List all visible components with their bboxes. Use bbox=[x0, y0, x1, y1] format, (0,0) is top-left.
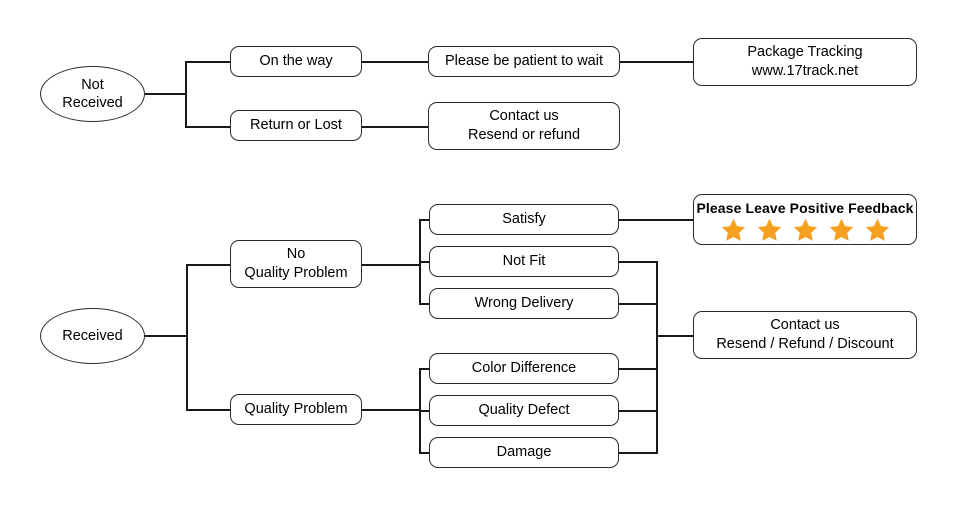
node-positive-feedback[interactable]: Please Leave Positive Feedback bbox=[693, 194, 917, 245]
connector-not-fit-merge bbox=[619, 261, 658, 263]
node-damage[interactable]: Damage bbox=[429, 437, 619, 468]
node-no-quality-problem[interactable]: No Quality Problem bbox=[230, 240, 362, 288]
star-icon bbox=[793, 218, 817, 241]
node-contact-resend-refund[interactable]: Contact us Resend or refund bbox=[428, 102, 620, 150]
connector-quality-defect-merge bbox=[619, 410, 658, 412]
node-contact-resend-refund-discount-line1: Contact us bbox=[770, 317, 840, 334]
node-satisfy-label: Satisfy bbox=[502, 211, 546, 228]
connector-qp-to-damage bbox=[419, 452, 430, 454]
connector-not-received-split bbox=[185, 61, 187, 126]
node-package-tracking-title: Package Tracking bbox=[747, 44, 863, 61]
node-package-tracking-url: www.17track.net bbox=[751, 63, 859, 79]
connector-to-on-the-way bbox=[185, 61, 231, 63]
node-not-received[interactable]: Not Received bbox=[40, 66, 145, 122]
connector-satisfy-to-feedback bbox=[619, 219, 694, 221]
feedback-title: Please Leave Positive Feedback bbox=[696, 199, 914, 216]
connector-damage-merge bbox=[619, 452, 658, 454]
node-satisfy[interactable]: Satisfy bbox=[429, 204, 619, 235]
connector-merge-bus bbox=[656, 261, 658, 453]
connector-color-difference-merge bbox=[619, 368, 658, 370]
node-not-fit-label: Not Fit bbox=[502, 253, 546, 270]
connector-received-split bbox=[186, 264, 188, 410]
star-icon bbox=[829, 218, 853, 241]
node-contact-resend-refund-line2: Resend or refund bbox=[467, 127, 581, 143]
node-damage-label: Damage bbox=[496, 444, 552, 461]
node-not-received-line1: Not bbox=[81, 76, 104, 93]
node-received-label: Received bbox=[62, 327, 123, 344]
star-rating[interactable] bbox=[720, 217, 891, 243]
node-please-be-patient[interactable]: Please be patient to wait bbox=[428, 46, 620, 77]
node-quality-problem-label: Quality Problem bbox=[244, 401, 348, 418]
node-package-tracking[interactable]: Package Tracking www.17track.net bbox=[693, 38, 917, 86]
connector-to-quality-problem bbox=[186, 409, 231, 411]
connector-return-to-contact bbox=[362, 126, 429, 128]
node-not-fit[interactable]: Not Fit bbox=[429, 246, 619, 277]
connector-to-no-quality-problem bbox=[186, 264, 231, 266]
node-no-quality-problem-line1: No bbox=[286, 246, 306, 263]
node-wrong-delivery[interactable]: Wrong Delivery bbox=[429, 288, 619, 319]
node-color-difference-label: Color Difference bbox=[471, 360, 577, 377]
connector-merge-to-contact bbox=[656, 335, 694, 337]
node-return-or-lost-label: Return or Lost bbox=[250, 117, 342, 134]
connector-on-the-way-to-wait bbox=[362, 61, 429, 63]
connector-received-stem bbox=[145, 335, 186, 337]
node-no-quality-problem-line2: Quality Problem bbox=[244, 265, 348, 281]
connector-qp-to-quality-defect bbox=[419, 410, 430, 412]
connector-wrong-delivery-merge bbox=[619, 303, 658, 305]
connector-qp-stem bbox=[362, 409, 420, 411]
node-contact-resend-refund-discount[interactable]: Contact us Resend / Refund / Discount bbox=[693, 311, 917, 359]
node-color-difference[interactable]: Color Difference bbox=[429, 353, 619, 384]
connector-nqp-to-not-fit bbox=[419, 261, 430, 263]
connector-nqp-stem bbox=[362, 264, 420, 266]
node-return-or-lost[interactable]: Return or Lost bbox=[230, 110, 362, 141]
node-received[interactable]: Received bbox=[40, 308, 145, 364]
node-not-received-line2: Received bbox=[62, 95, 123, 111]
node-quality-problem[interactable]: Quality Problem bbox=[230, 394, 362, 425]
node-wrong-delivery-label: Wrong Delivery bbox=[474, 295, 574, 312]
connector-to-return-or-lost bbox=[185, 126, 231, 128]
node-contact-resend-refund-line1: Contact us bbox=[489, 108, 559, 125]
connector-nqp-to-wrong-delivery bbox=[419, 303, 430, 305]
node-contact-resend-refund-discount-line2: Resend / Refund / Discount bbox=[716, 336, 894, 352]
connector-not-received-stem bbox=[145, 93, 185, 95]
node-on-the-way-label: On the way bbox=[259, 53, 333, 70]
connector-qp-to-color-difference bbox=[419, 368, 430, 370]
node-quality-defect-label: Quality Defect bbox=[478, 402, 570, 419]
connector-nqp-to-satisfy bbox=[419, 219, 430, 221]
star-icon bbox=[721, 218, 745, 241]
node-please-be-patient-label: Please be patient to wait bbox=[445, 53, 603, 70]
node-quality-defect[interactable]: Quality Defect bbox=[429, 395, 619, 426]
connector-wait-to-tracking bbox=[620, 61, 694, 63]
star-icon bbox=[757, 218, 781, 241]
node-on-the-way[interactable]: On the way bbox=[230, 46, 362, 77]
star-icon bbox=[865, 218, 889, 241]
